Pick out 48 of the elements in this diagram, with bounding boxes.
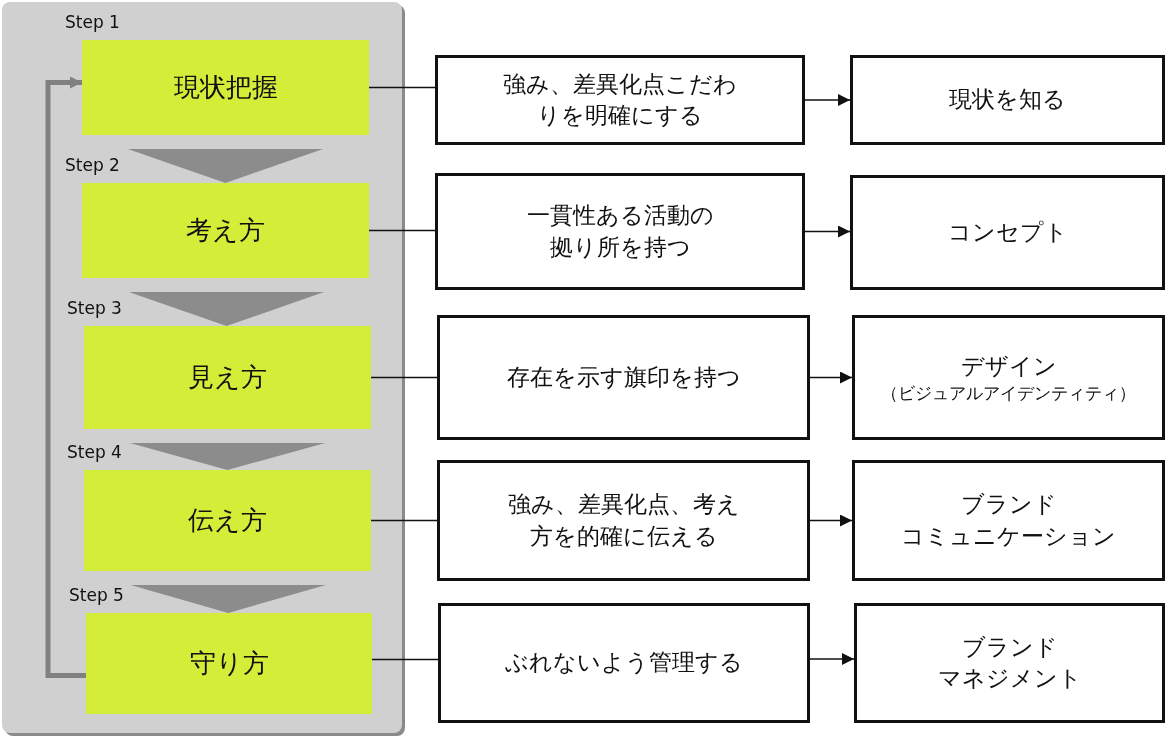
connector-line — [368, 86, 436, 89]
box-text: ブランド — [960, 490, 1057, 520]
result-box — [850, 175, 1165, 290]
chevron-arrow — [127, 149, 324, 183]
connector-line — [370, 376, 438, 379]
box-text: ブランド — [961, 632, 1058, 662]
box-text: 一貫性ある活動の拠り所を持つ — [525, 201, 715, 262]
arrow — [809, 514, 853, 527]
description-box — [438, 603, 810, 723]
box-text: 現状を知る — [949, 85, 1066, 115]
description-box — [437, 315, 810, 440]
step-title: 考え方 — [186, 213, 265, 247]
step-label: Step 3 — [67, 300, 122, 317]
arrow — [809, 371, 853, 384]
description-box — [435, 173, 805, 290]
step-title: 伝え方 — [188, 503, 267, 537]
box-text: コミュニケーション — [901, 521, 1116, 551]
result-box — [854, 603, 1165, 723]
step-title: 見え方 — [188, 360, 267, 394]
box-text: 強み、差異化点こだわりを明確にする — [502, 69, 738, 130]
connector-line — [368, 229, 436, 232]
step-title: 現状把握 — [173, 70, 278, 104]
box-text: デザイン — [960, 351, 1057, 381]
step-title: 守り方 — [189, 646, 269, 680]
chevron-arrow — [128, 292, 325, 326]
box-text: 存在を示す旗印を持つ — [505, 362, 742, 392]
arrow — [804, 225, 851, 238]
step-label: Step 2 — [65, 157, 120, 174]
box-text: 強み、差異化点、考え方を的確に伝える — [506, 490, 741, 551]
result-box — [852, 460, 1165, 581]
arrow — [804, 94, 851, 106]
box-text: ぶれないよう管理する — [504, 648, 744, 678]
return-arrow — [45, 76, 86, 678]
step-label: Step 1 — [65, 14, 120, 31]
connector-line — [370, 519, 438, 522]
box-text: マネジメント — [937, 664, 1082, 693]
description-box — [437, 460, 810, 581]
connector-line — [371, 658, 439, 661]
box-text: コンセプト — [947, 217, 1068, 247]
chevron-arrow — [130, 585, 326, 613]
result-box — [852, 315, 1165, 440]
box-text: （ビジュアルアイデンティティ） — [881, 381, 1136, 405]
chevron-arrow — [129, 443, 326, 470]
result-box — [850, 55, 1165, 145]
arrow — [809, 653, 855, 665]
step-label: Step 4 — [67, 444, 122, 461]
description-box — [435, 55, 805, 145]
step-label: Step 5 — [69, 587, 124, 604]
